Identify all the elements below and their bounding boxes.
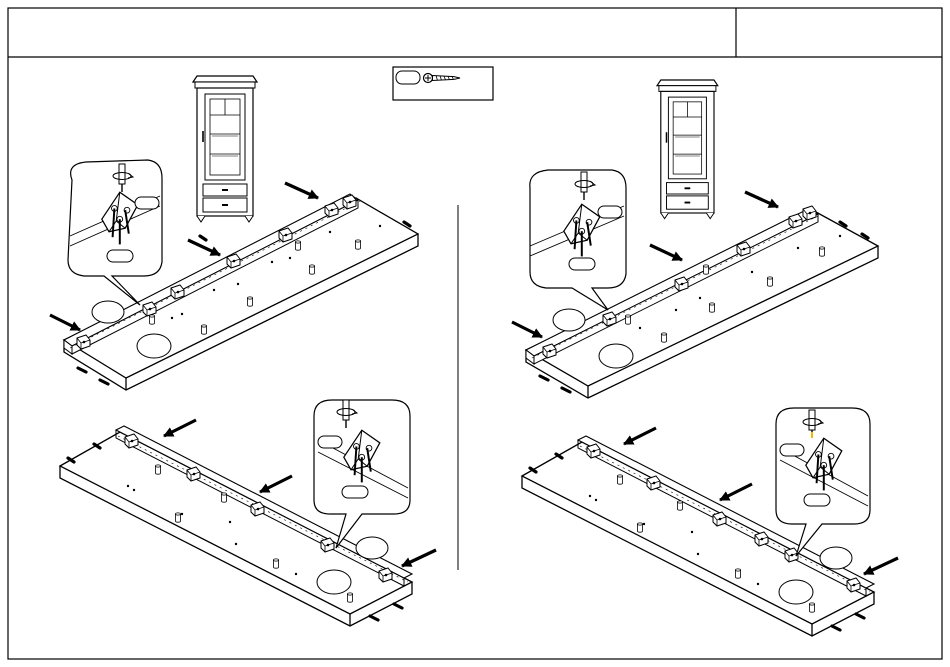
balloon-label <box>135 197 159 209</box>
plank-label-oval <box>820 547 852 569</box>
plank-label-oval <box>356 537 388 559</box>
part-callout <box>393 67 493 100</box>
balloon-label <box>342 486 368 498</box>
cabinet-illustration-left <box>193 76 257 222</box>
balloon-label <box>780 444 804 456</box>
plank-label-oval <box>137 334 171 358</box>
cabinet-illustration-right <box>657 80 718 219</box>
plank-label-oval <box>317 570 351 594</box>
plank-label-oval <box>599 344 633 368</box>
balloon-label <box>804 494 830 506</box>
balloon-label <box>569 258 595 270</box>
balloon-label <box>318 436 342 448</box>
plank-label-oval <box>92 301 124 323</box>
balloon-label <box>598 206 622 218</box>
plank-label-oval <box>779 580 813 604</box>
part-quantity-box <box>396 71 420 84</box>
balloon-label <box>107 250 133 262</box>
plank-label-oval <box>553 309 585 331</box>
